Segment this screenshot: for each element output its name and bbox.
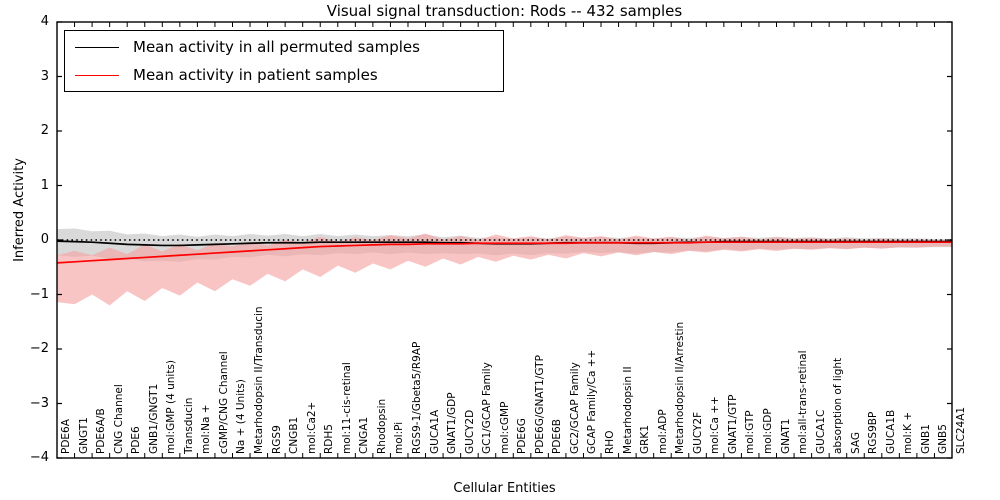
legend: Mean activity in all permuted samples Me… [64,30,504,92]
legend-swatch-permuted [75,46,119,48]
legend-label-patient: Mean activity in patient samples [133,66,378,84]
legend-label-permuted: Mean activity in all permuted samples [133,38,420,56]
x-axis-label: Cellular Entities [453,481,556,496]
legend-entry-patient: Mean activity in patient samples [75,62,378,88]
legend-swatch-patient [75,74,119,76]
legend-entry-permuted: Mean activity in all permuted samples [75,34,420,60]
chart-title: Visual signal transduction: Rods -- 432 … [326,2,683,20]
